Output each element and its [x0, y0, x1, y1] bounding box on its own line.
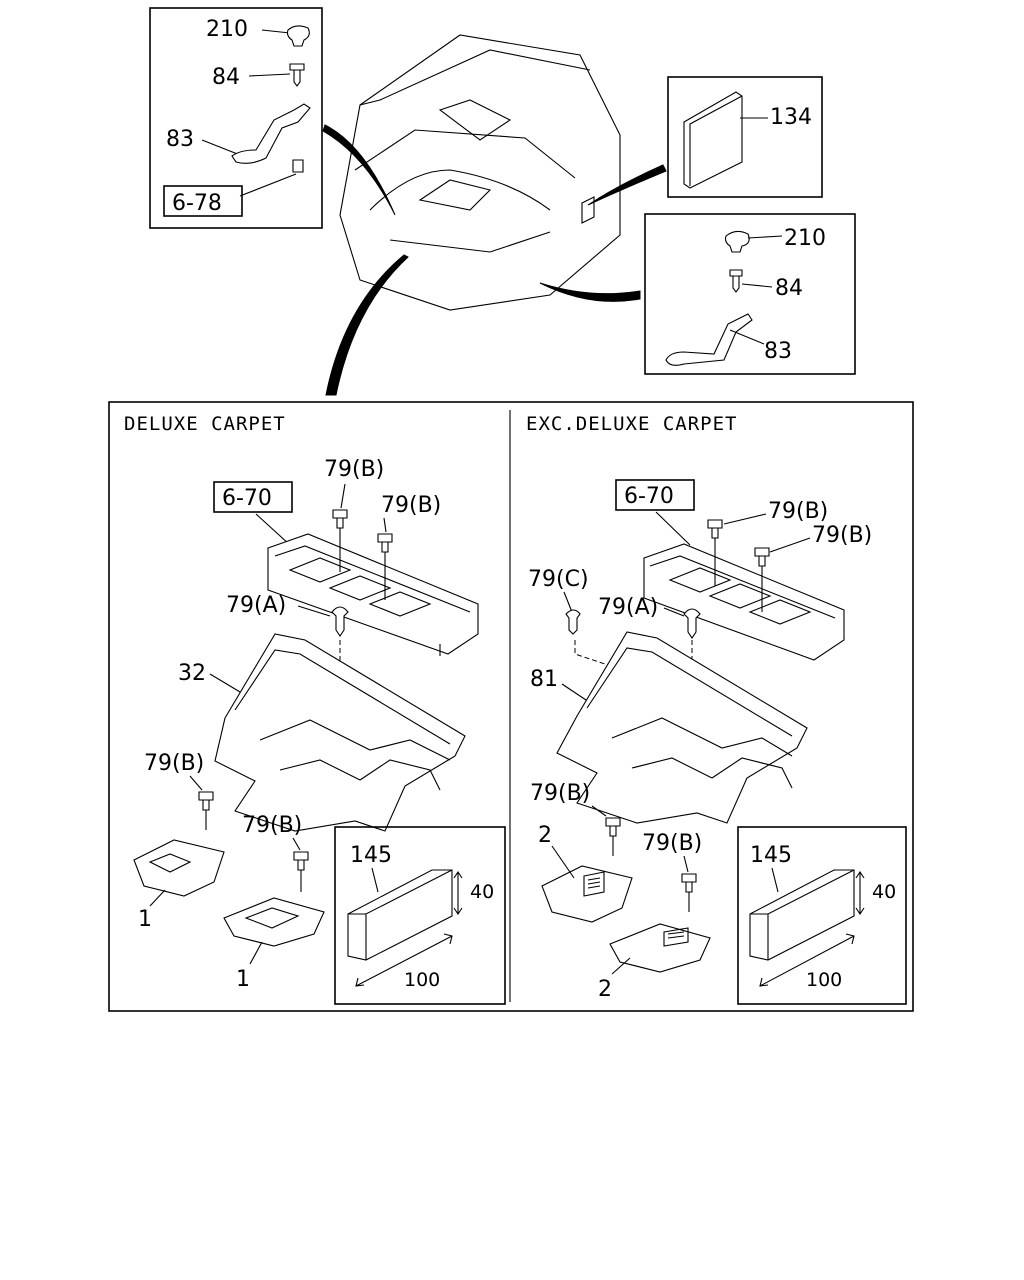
material-box	[334, 826, 506, 1005]
label-84: 84	[212, 65, 240, 90]
clip-icon	[286, 25, 310, 47]
material-height: 40	[470, 881, 494, 903]
fastener-79a: 79(A)	[226, 593, 286, 618]
label-83: 83	[166, 127, 194, 152]
floor-mat	[223, 897, 325, 947]
main-carpet-label: 32	[178, 661, 206, 686]
cab-body	[339, 34, 621, 311]
ref-box-6-70	[213, 481, 293, 513]
fastener-79b: 79(B)	[324, 457, 384, 482]
section-header: DELUXE CARPET	[124, 413, 286, 435]
inset-frame	[149, 7, 323, 229]
material-length: 100	[404, 969, 440, 991]
fastener-icon	[683, 608, 701, 639]
fastener-icon	[331, 606, 349, 637]
mat-label: 2	[538, 823, 552, 848]
exc-deluxe-section: EXC.DELUXE CARPET 6-70 79(B) 79(B) 79(C)…	[526, 413, 907, 1005]
material-length: 100	[806, 969, 842, 991]
clip-icon	[724, 230, 750, 253]
fastener-79b: 79(B)	[642, 831, 702, 856]
inset-frame	[644, 213, 856, 375]
bracket-icon	[231, 103, 311, 164]
fastener-79b: 79(B)	[144, 751, 204, 776]
material-box	[737, 826, 907, 1005]
fastener-icon	[377, 533, 393, 553]
floor-tray	[643, 543, 845, 661]
top-left-inset: 210 84 83 6-78	[149, 7, 323, 229]
screw-icon	[289, 63, 305, 87]
right-inset: 210 84 83	[644, 213, 856, 375]
material-height: 40	[872, 881, 896, 903]
mat-label: 1	[236, 967, 250, 992]
fastener-79b: 79(B)	[242, 813, 302, 838]
section-header: EXC.DELUXE CARPET	[526, 413, 737, 435]
floor-mat	[609, 923, 711, 973]
ref-box-6-78	[163, 185, 243, 217]
label-134: 134	[770, 105, 812, 130]
label-210: 210	[784, 226, 826, 251]
floor-tray	[267, 533, 479, 655]
manual-icon	[683, 91, 743, 189]
material-block	[347, 869, 453, 961]
material-part: 145	[350, 843, 392, 868]
fastener-79b: 79(B)	[530, 781, 590, 806]
fastener-icon	[754, 547, 770, 567]
fastener-icon	[332, 509, 348, 529]
mat-label: 2	[598, 977, 612, 1002]
mat-label: 1	[138, 907, 152, 932]
fastener-79a: 79(A)	[598, 595, 658, 620]
main-carpet	[214, 633, 466, 832]
fastener-79b: 79(B)	[812, 523, 872, 548]
bracket-icon	[665, 313, 753, 366]
nut-icon	[292, 159, 304, 173]
floor-mat	[541, 865, 633, 923]
ref-6-78: 6-78	[172, 191, 222, 216]
fastener-icon	[198, 791, 214, 811]
deluxe-section: DELUXE CARPET 6-70 79(B) 79(B) 79(A) 32	[124, 413, 506, 1005]
label-83: 83	[764, 339, 792, 364]
fastener-79c: 79(C)	[528, 567, 589, 592]
fastener-icon	[293, 851, 309, 871]
material-part: 145	[750, 843, 792, 868]
fastener-79b: 79(B)	[381, 493, 441, 518]
main-carpet-label: 81	[530, 667, 558, 692]
label-84: 84	[775, 276, 803, 301]
ref-6-70: 6-70	[222, 486, 272, 511]
fastener-icon	[565, 609, 581, 635]
label-210: 210	[206, 17, 248, 42]
fastener-icon	[681, 873, 697, 893]
fastener-icon	[605, 817, 621, 837]
main-frame	[108, 401, 914, 1012]
screw-icon	[729, 269, 743, 293]
material-block	[749, 869, 855, 961]
fastener-icon	[707, 519, 723, 539]
ref-6-70: 6-70	[624, 484, 674, 509]
inset-frame	[667, 76, 823, 198]
ref-box-6-70	[615, 479, 695, 511]
fastener-79b: 79(B)	[768, 499, 828, 524]
note-inset: 134	[667, 76, 823, 198]
cab-overview	[322, 34, 667, 396]
